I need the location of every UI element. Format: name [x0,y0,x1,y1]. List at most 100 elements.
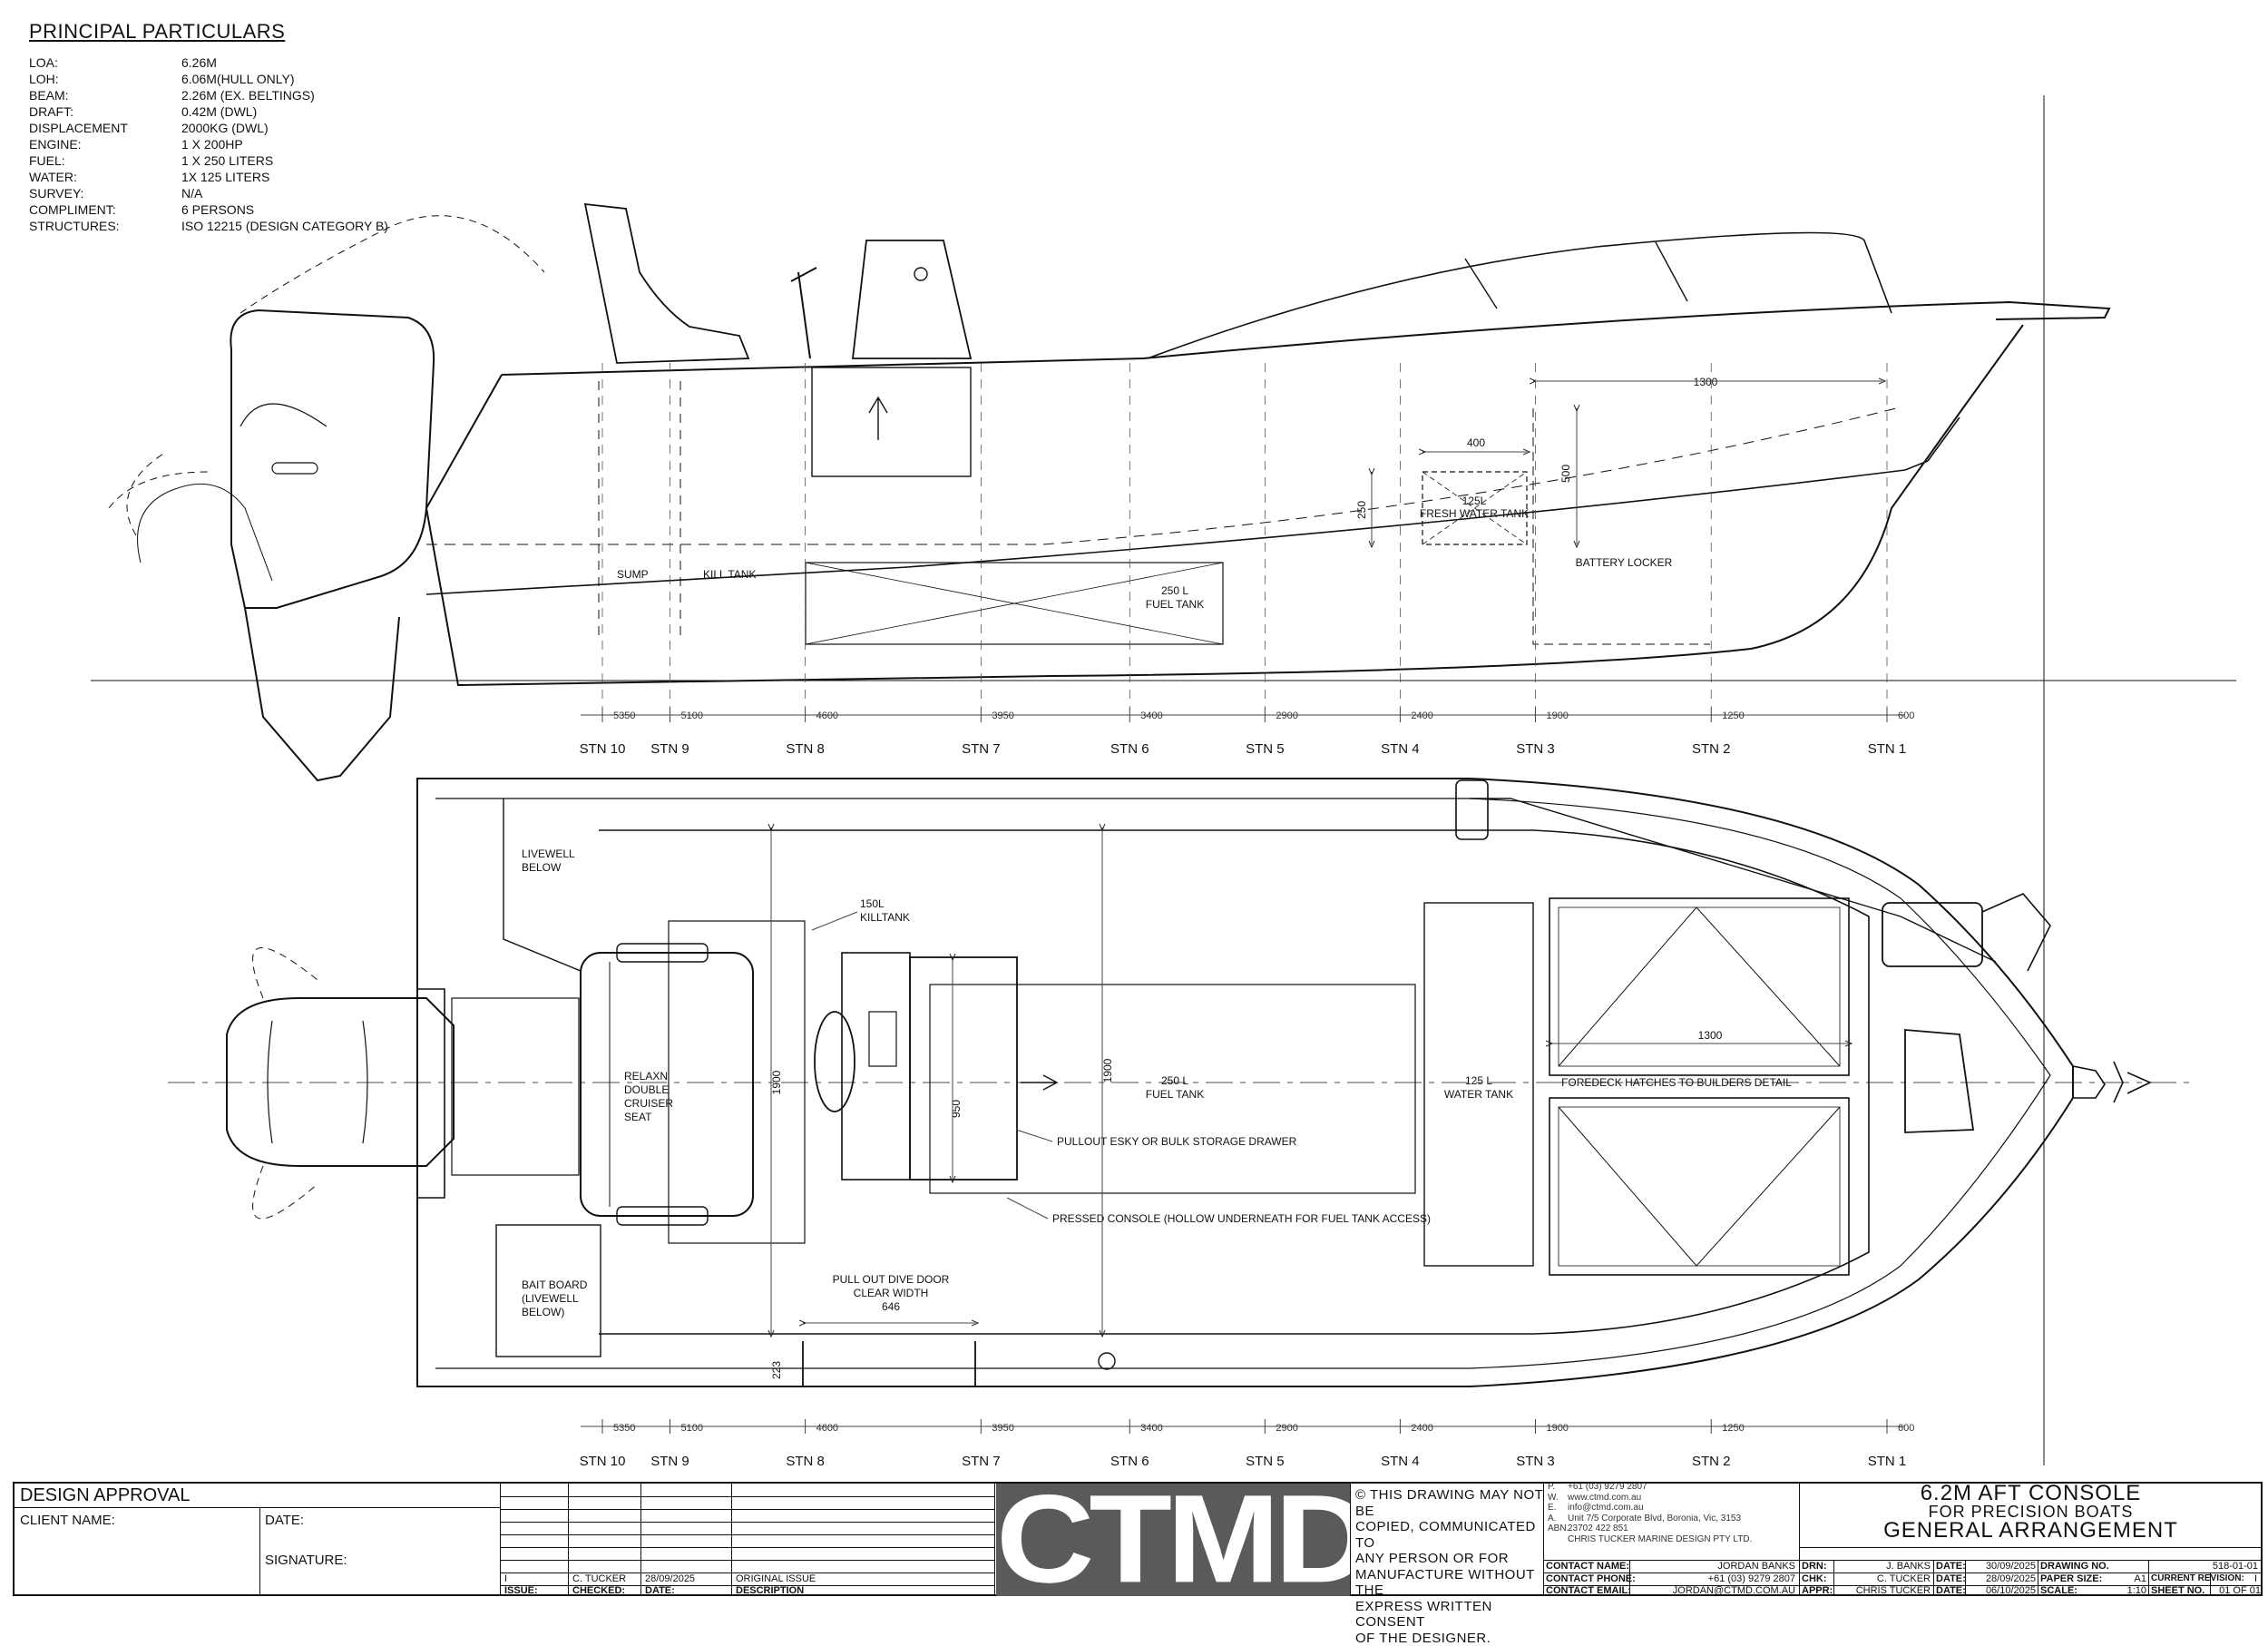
drn-label: DRN: [1802,1561,1827,1572]
particulars-value: 6 PERSONS [181,201,254,218]
particulars-value: 2.26m (EX. BELTINGS) [181,87,315,103]
particulars-row: COMPLIMENT:6 PERSONS [29,201,483,218]
station-label: STN 2 [1692,1454,1731,1469]
livewell-label-1: LIVEWELL [522,847,575,860]
station-dimension: 5100 [681,1423,703,1434]
particulars-row: ENGINE:1 x 200HP [29,136,483,152]
client-name-label: CLIENT NAME: [20,1513,115,1528]
particulars-label: BEAM: [29,87,181,103]
station-label: STN 7 [962,741,1001,757]
dim-250: 250 [1355,501,1368,519]
particulars-row: WATER:1x 125 LITERS [29,169,483,185]
contact-name-value: JORDAN BANKS [1634,1561,1795,1572]
station-label: STN 9 [650,741,689,757]
station-label: STN 6 [1110,741,1149,757]
station-dimension: 5100 [681,710,703,721]
particulars-title: PRINCIPAL PARTICULARS [29,20,483,44]
issue-checked-value: C. TUCKER [572,1573,626,1584]
copyright-line: OF THE DESIGNER. [1355,1631,1555,1646]
fuel-tank-plan-label-1: 250 L [1161,1074,1188,1087]
issue-header: ISSUE: [504,1585,538,1596]
station-label: STN 7 [962,1454,1001,1469]
contact-key [1548,1534,1568,1545]
contact-key: A. [1548,1514,1568,1524]
station-label: STN 3 [1516,741,1555,757]
baitboard-label-1: BAIT BOARD [522,1279,588,1291]
livewell-label-2: BELOW [522,861,562,874]
title-block: DESIGN APPROVAL CLIENT NAME: DATE: SIGNA… [13,1482,2263,1596]
outboard-motor-profile [230,310,434,608]
station-label: STN 5 [1246,1454,1285,1469]
station-label: STN 4 [1381,1454,1420,1469]
battery-locker-label: BATTERY LOCKER [1576,556,1673,569]
outboard-motor-plan [227,998,454,1166]
particulars-row: FUEL:1 x 250 LITERS [29,152,483,169]
chine-line [426,461,1928,594]
sump-label: SUMP [617,568,649,581]
hull-outline [426,325,2023,685]
profile-labels: SUMP KILL TANK 250 L FUEL TANK 125L FRES… [617,376,1718,611]
particulars-rows: LOA:6.26mLOH:6.06m(HULL ONLY)BEAM:2.26m … [29,54,483,234]
sheet-no-label: SHEET NO. [2151,1585,2204,1596]
station-dimension: 2900 [1276,710,1297,721]
particulars-label: WATER: [29,169,181,185]
drawing-title-1: 6.2M AFT CONSOLE [1802,1484,2260,1504]
particulars-row: STRUCTURES:ISO 12215 (DESIGN CATEGORY B) [29,218,483,234]
chk-value: C. TUCKER [1836,1573,1931,1584]
station-dimension: 2900 [1276,1423,1297,1434]
date2-value: 28/09/2025 [1967,1573,2036,1584]
issue-description-value: ORIGINAL ISSUE [736,1573,816,1584]
dim-223: 223 [770,1361,783,1379]
approval-date-label: DATE: [265,1513,304,1528]
station-label: STN 1 [1868,1454,1907,1469]
date-header: DATE: [645,1585,675,1596]
station-dimension: 600 [1898,1423,1914,1434]
particulars-value: 1 x 200HP [181,136,243,152]
dim-950: 950 [950,1100,963,1118]
contact-line: E.info@ctmd.com.au [1548,1503,1802,1514]
station-dimension: 3950 [992,1423,1013,1434]
dim-500: 500 [1559,465,1572,483]
paper-size-value: A1 [2101,1573,2146,1584]
contact-line: W.www.ctmd.com.au [1548,1493,1802,1504]
scale-value: 1:10 [2101,1585,2146,1596]
plan-labels: LIVEWELL BELOW 150L KILLTANK RELAXN DOUB… [522,847,1792,1379]
particulars-value: 2000kg (DWL) [181,120,269,136]
seat-profile [585,204,748,363]
dim-400: 400 [1467,436,1485,449]
copyright-line: MANUFACTURE WITHOUT THE [1355,1567,1555,1599]
console-label: PRESSED CONSOLE (HOLLOW UNDERNEATH FOR F… [1052,1212,1431,1225]
killtank-label-2: KILLTANK [860,911,910,924]
station-label: STN 3 [1516,1454,1555,1469]
particulars-value: N/A [181,185,202,201]
particulars-label: LOH: [29,71,181,87]
drawing-title-3: GENERAL ARRANGEMENT [1802,1520,2260,1542]
contact-value: Unit 7/5 Corporate Blvd, Boronia, Vic, 3… [1568,1514,1741,1524]
contact-line: A.Unit 7/5 Corporate Blvd, Boronia, Vic,… [1548,1514,1802,1524]
kill-tank-label: KILL TANK [703,568,756,581]
current-revision-value: I [2212,1573,2257,1584]
station-dimension: 2400 [1411,710,1432,721]
particulars-label: COMPLIMENT: [29,201,181,218]
particulars-row: LOA:6.26m [29,54,483,71]
bow-rail [1148,232,1892,358]
station-label: STN 2 [1692,741,1731,757]
station-label: STN 8 [786,1454,825,1469]
date2-label: DATE: [1936,1573,1966,1584]
divedoor-label-2: CLEAR WIDTH [854,1287,929,1299]
station-dimension: 5350 [613,1423,635,1434]
contact-key: ABN. [1548,1524,1568,1534]
fuel-tank-plan-label-2: FUEL TANK [1146,1088,1204,1101]
dim-1900-b: 1900 [1101,1058,1114,1083]
station-dimension: 3950 [992,710,1013,721]
drn-value: J. BANKS [1836,1561,1931,1572]
particulars-value: ISO 12215 (DESIGN CATEGORY B) [181,218,388,234]
station-dimension: 1250 [1722,710,1744,721]
appr-value: CHRIS TUCKER [1836,1585,1931,1596]
dim-1300-plan: 1300 [1698,1029,1723,1042]
contact-name-label: CONTACT NAME: [1546,1561,1629,1572]
seat-label-4: SEAT [624,1111,652,1123]
station-label: STN 4 [1381,741,1420,757]
